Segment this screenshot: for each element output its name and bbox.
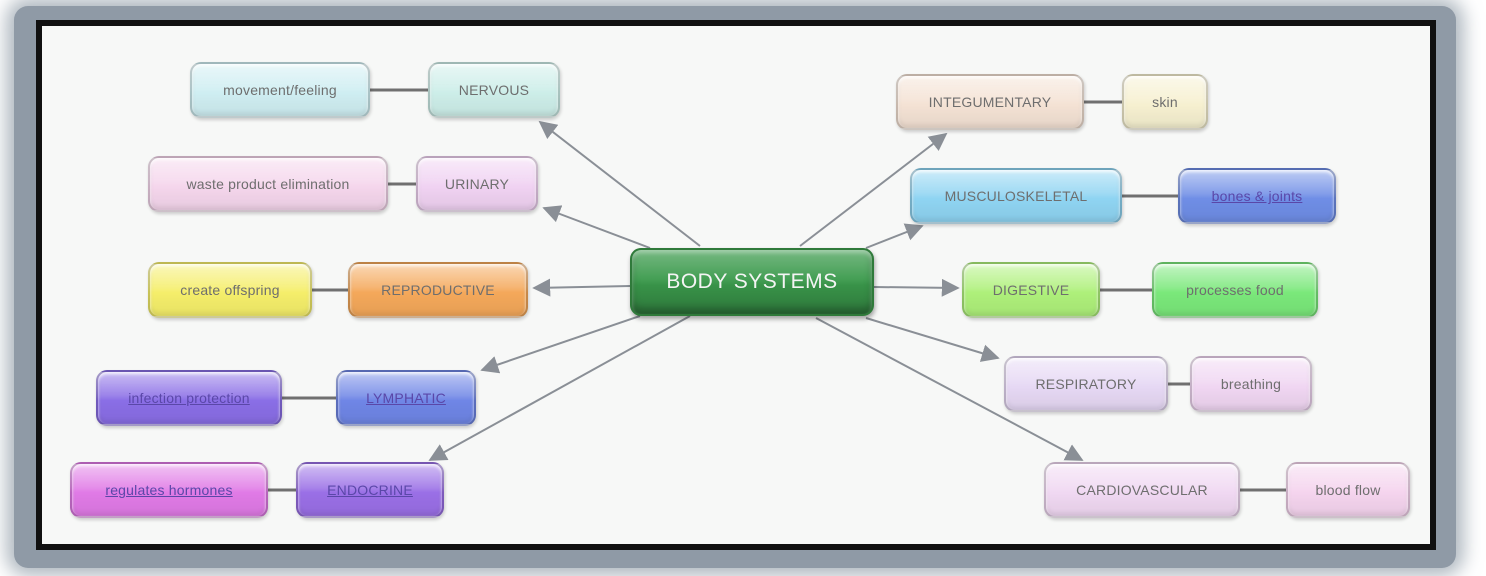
system-node-integumentary[interactable]: INTEGUMENTARY: [896, 74, 1084, 130]
description-node-cardiovascular[interactable]: blood flow: [1286, 462, 1410, 518]
description-node-respiratory[interactable]: breathing: [1190, 356, 1312, 412]
description-node-reproductive[interactable]: create offspring: [148, 262, 312, 318]
system-node-lymphatic[interactable]: LYMPHATIC: [336, 370, 476, 426]
system-node-cardiovascular[interactable]: CARDIOVASCULAR: [1044, 462, 1240, 518]
description-node-lymphatic[interactable]: infection protection: [96, 370, 282, 426]
system-node-urinary[interactable]: URINARY: [416, 156, 538, 212]
system-node-musculoskeletal[interactable]: MUSCULOSKELETAL: [910, 168, 1122, 224]
description-node-musculoskeletal[interactable]: bones & joints: [1178, 168, 1336, 224]
system-node-digestive[interactable]: DIGESTIVE: [962, 262, 1100, 318]
system-node-nervous[interactable]: NERVOUS: [428, 62, 560, 118]
description-node-urinary[interactable]: waste product elimination: [148, 156, 388, 212]
system-node-endocrine[interactable]: ENDOCRINE: [296, 462, 444, 518]
system-node-reproductive[interactable]: REPRODUCTIVE: [348, 262, 528, 318]
description-node-integumentary[interactable]: skin: [1122, 74, 1208, 130]
description-node-nervous[interactable]: movement/feeling: [190, 62, 370, 118]
center-node-body-systems[interactable]: BODY SYSTEMS: [630, 248, 874, 316]
description-node-endocrine[interactable]: regulates hormones: [70, 462, 268, 518]
system-node-respiratory[interactable]: RESPIRATORY: [1004, 356, 1168, 412]
description-node-digestive[interactable]: processes food: [1152, 262, 1318, 318]
